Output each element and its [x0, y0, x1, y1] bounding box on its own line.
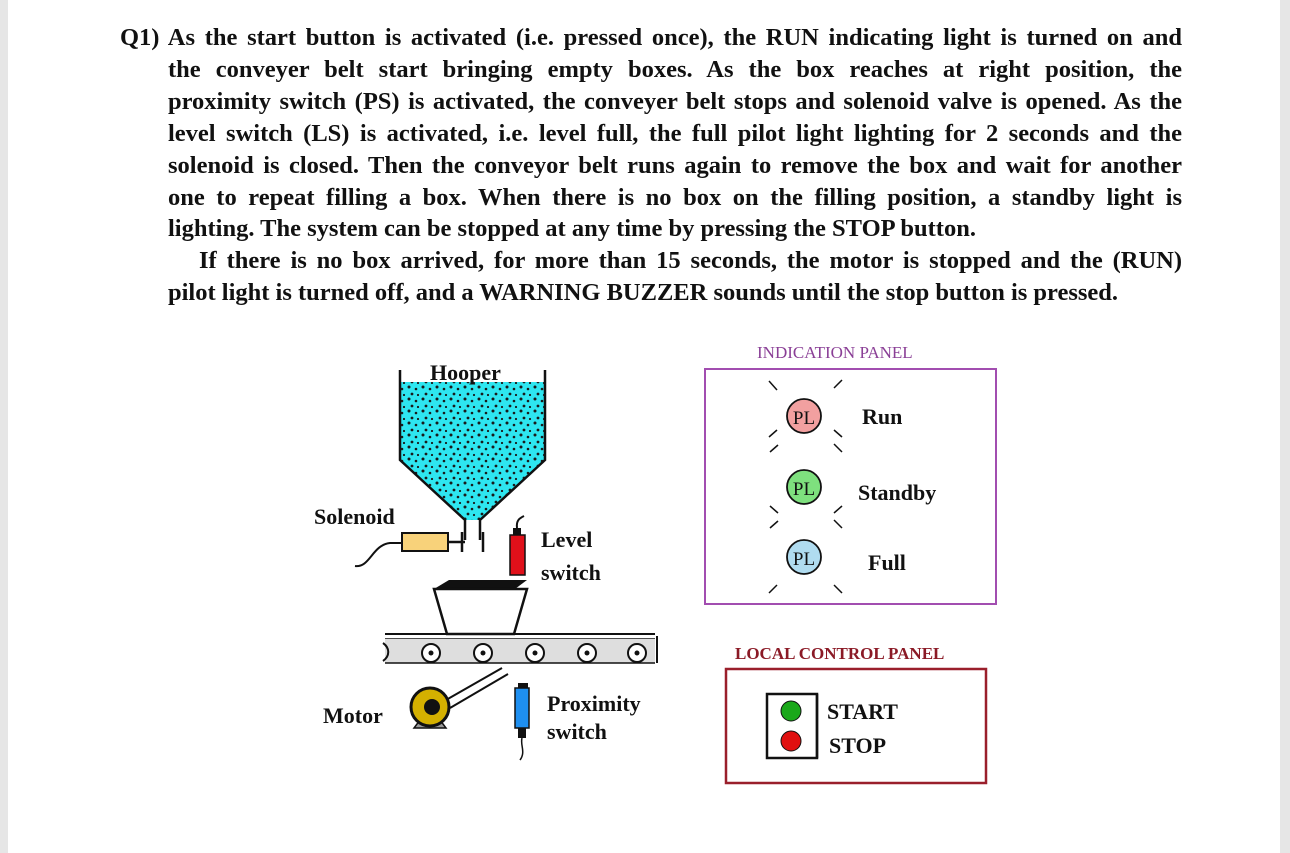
question-line: proximity switch (PS) is activated, the …	[168, 87, 1182, 115]
pilot-light-full: PL Full	[768, 539, 906, 594]
control-panel-frame	[724, 667, 988, 785]
hopper-label: Hooper	[430, 360, 501, 385]
hopper-outline	[398, 370, 547, 540]
pilot-light-standby-label: Standby	[858, 480, 936, 505]
pilot-light-run-label: Run	[862, 404, 902, 429]
level-switch-label-line1: Level	[541, 527, 592, 552]
indication-panel-frame	[704, 368, 997, 605]
question-line: one to repeat filling a box. When there …	[168, 183, 1182, 211]
question-line: solenoid is closed. Then the conveyor be…	[168, 151, 1182, 179]
local-control-panel: LOCAL CONTROL PANEL START STOP	[724, 644, 988, 785]
solenoid-wire	[354, 542, 402, 568]
pilot-light-full-label: Full	[868, 550, 906, 575]
hopper-granules	[400, 382, 545, 520]
pilot-light-standby: PL Standby	[768, 429, 936, 529]
conveyor-belt	[382, 633, 658, 664]
solenoid-valve: Solenoid	[314, 504, 485, 568]
question-line: If there is no box arrived, for more tha…	[199, 247, 1182, 275]
indication-panel: INDICATION PANEL PL Run PL Sta	[704, 343, 997, 605]
pilot-lamp-run	[786, 398, 822, 434]
pilot-lamp-full	[786, 539, 822, 575]
motor-label: Motor	[323, 703, 383, 728]
box-body	[432, 587, 529, 636]
start-button[interactable]	[780, 700, 802, 722]
question-line: the conveyer belt start bringing empty b…	[168, 55, 1182, 83]
stop-button-label: STOP	[829, 733, 886, 758]
box-lid	[434, 580, 527, 589]
proximity-switch-body	[514, 687, 530, 729]
proximity-label-line2: switch	[547, 719, 607, 744]
pilot-lamp-run-text: PL	[793, 408, 815, 429]
proximity-switch: Proximity switch	[514, 683, 641, 761]
question-line: pilot light is turned off, and a WARNING…	[168, 279, 1119, 307]
box	[432, 580, 529, 636]
pilot-lamp-standby-text: PL	[793, 479, 815, 500]
stop-button[interactable]	[780, 730, 802, 752]
question-line: lighting. The system can be stopped at a…	[168, 215, 976, 243]
question-line: level switch (LS) is activated, i.e. lev…	[168, 119, 1182, 147]
level-switch: Level switch	[509, 515, 601, 585]
level-switch-label-line2: switch	[541, 560, 601, 585]
motor: Motor	[323, 667, 509, 729]
proximity-label-line1: Proximity	[547, 691, 641, 716]
level-switch-body	[509, 534, 526, 576]
indication-panel-title: INDICATION PANEL	[757, 343, 913, 362]
solenoid-body	[401, 532, 449, 552]
start-button-label: START	[827, 699, 898, 724]
pilot-light-run: PL Run	[768, 379, 902, 453]
question-line: Q1) As the start button is activated (i.…	[120, 24, 1182, 51]
hopper: Hooper	[398, 360, 547, 540]
control-panel-title: LOCAL CONTROL PANEL	[735, 644, 944, 663]
page-sheet: Q1) As the start button is activated (i.…	[8, 0, 1280, 853]
conveyor-rollers	[421, 643, 647, 663]
process-diagram: Hooper Solenoid Level switch	[314, 343, 997, 785]
question-text: Q1) As the start button is activated (i.…	[120, 22, 1182, 309]
solenoid-label: Solenoid	[314, 504, 395, 529]
pilot-lamp-standby	[786, 469, 822, 505]
pilot-lamp-full-text: PL	[793, 549, 815, 570]
